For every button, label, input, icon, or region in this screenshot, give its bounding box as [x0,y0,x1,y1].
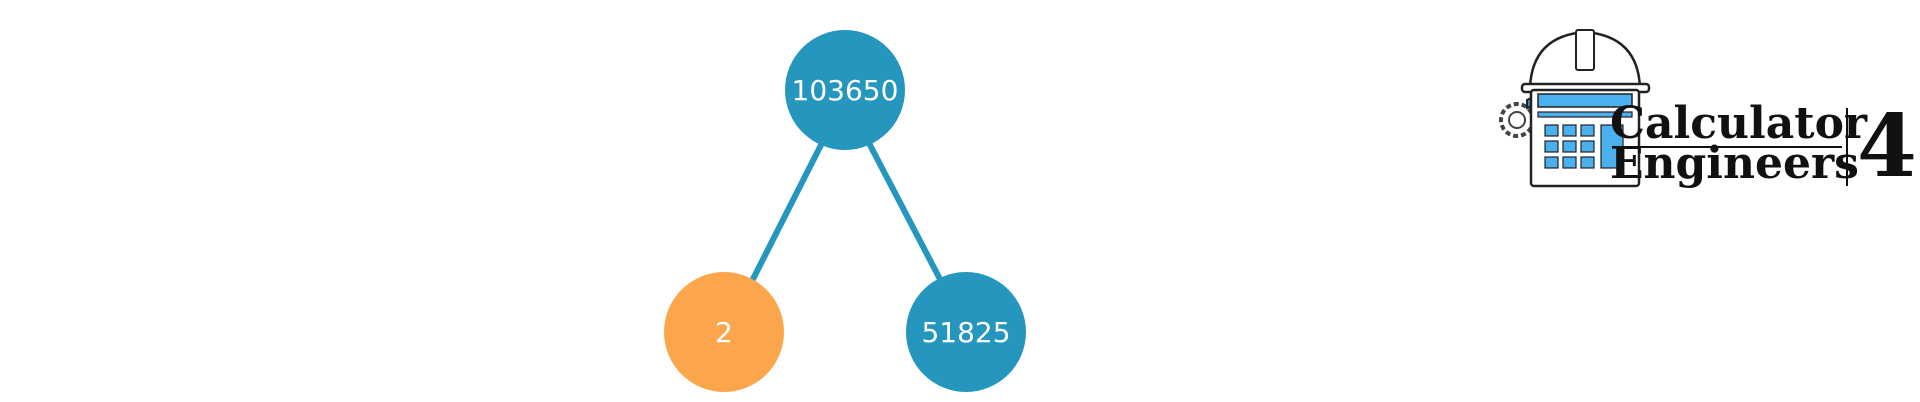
node-label-left: 2 [715,316,733,349]
tree-node-left: 2 [664,272,784,392]
engineer-calculator-icon [1499,29,1651,188]
brand-line-2: Engineers [1610,138,1859,189]
brand-line-1: Calculator [1610,98,1868,149]
brand-number: 4 [1857,96,1917,197]
tree-node-root: 103650 [785,30,905,150]
node-label-right: 51825 [921,316,1010,349]
brand-logo: Calculator Engineers 4 [1499,29,1917,197]
node-label-root: 103650 [792,74,899,107]
edge-root-to-right [867,142,945,286]
edge-root-to-left [748,142,824,286]
tree-node-right: 51825 [906,272,1026,392]
